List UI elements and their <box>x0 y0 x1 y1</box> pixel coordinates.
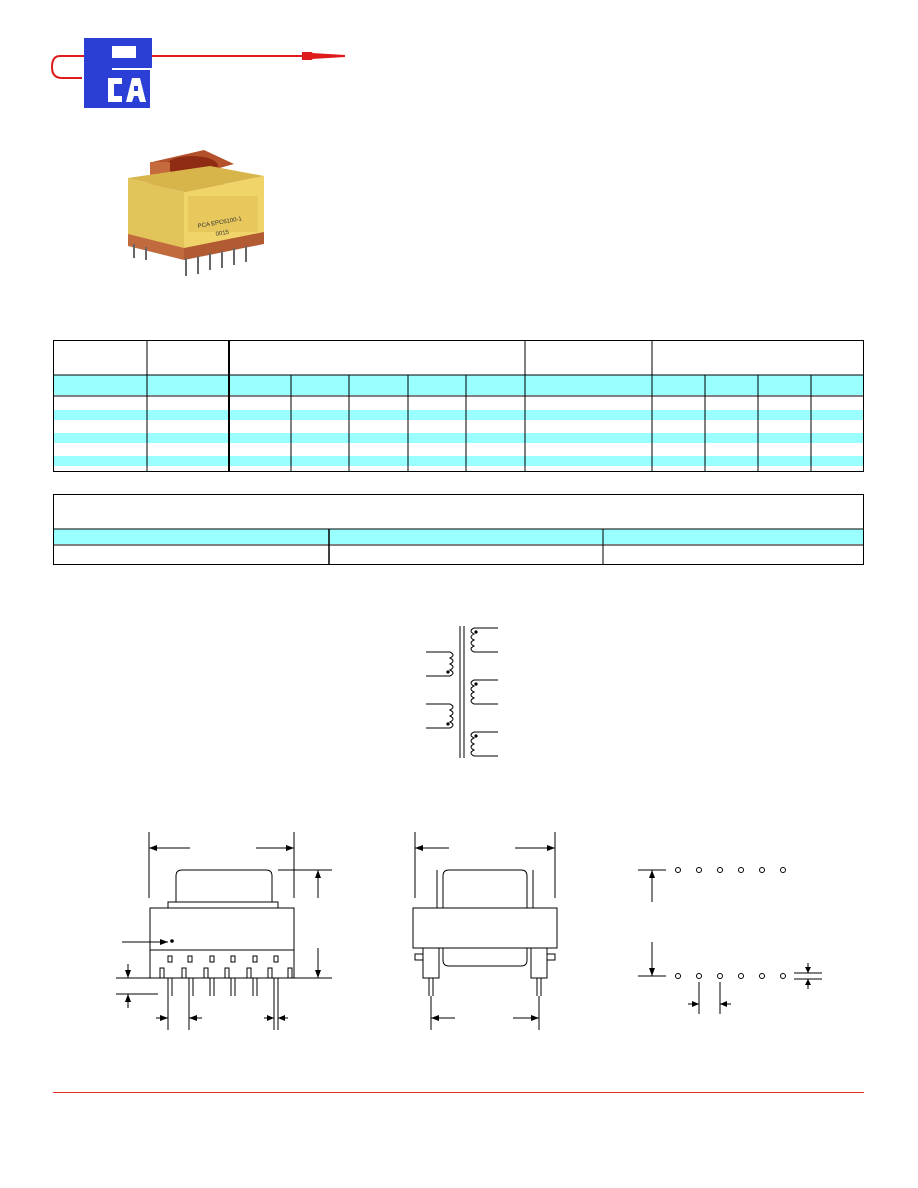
footer-divider <box>53 1092 864 1093</box>
table-subheader-row <box>53 375 864 395</box>
package-table <box>53 494 864 565</box>
transformer-schematic <box>426 626 498 758</box>
specifications-table <box>53 340 864 472</box>
table-row-band <box>53 410 864 420</box>
table-row-band <box>53 456 864 466</box>
product-photo: PCA EPC6100-1 0015 <box>128 150 264 276</box>
photo-marking-line2: 0015 <box>215 230 230 238</box>
side-view-drawing <box>412 832 558 1030</box>
table-row-band <box>53 433 864 443</box>
front-view-drawing <box>116 832 332 1030</box>
pcb-layout-drawing <box>638 867 822 1014</box>
package-table-header-row <box>53 529 864 544</box>
pca-logo <box>50 38 345 108</box>
